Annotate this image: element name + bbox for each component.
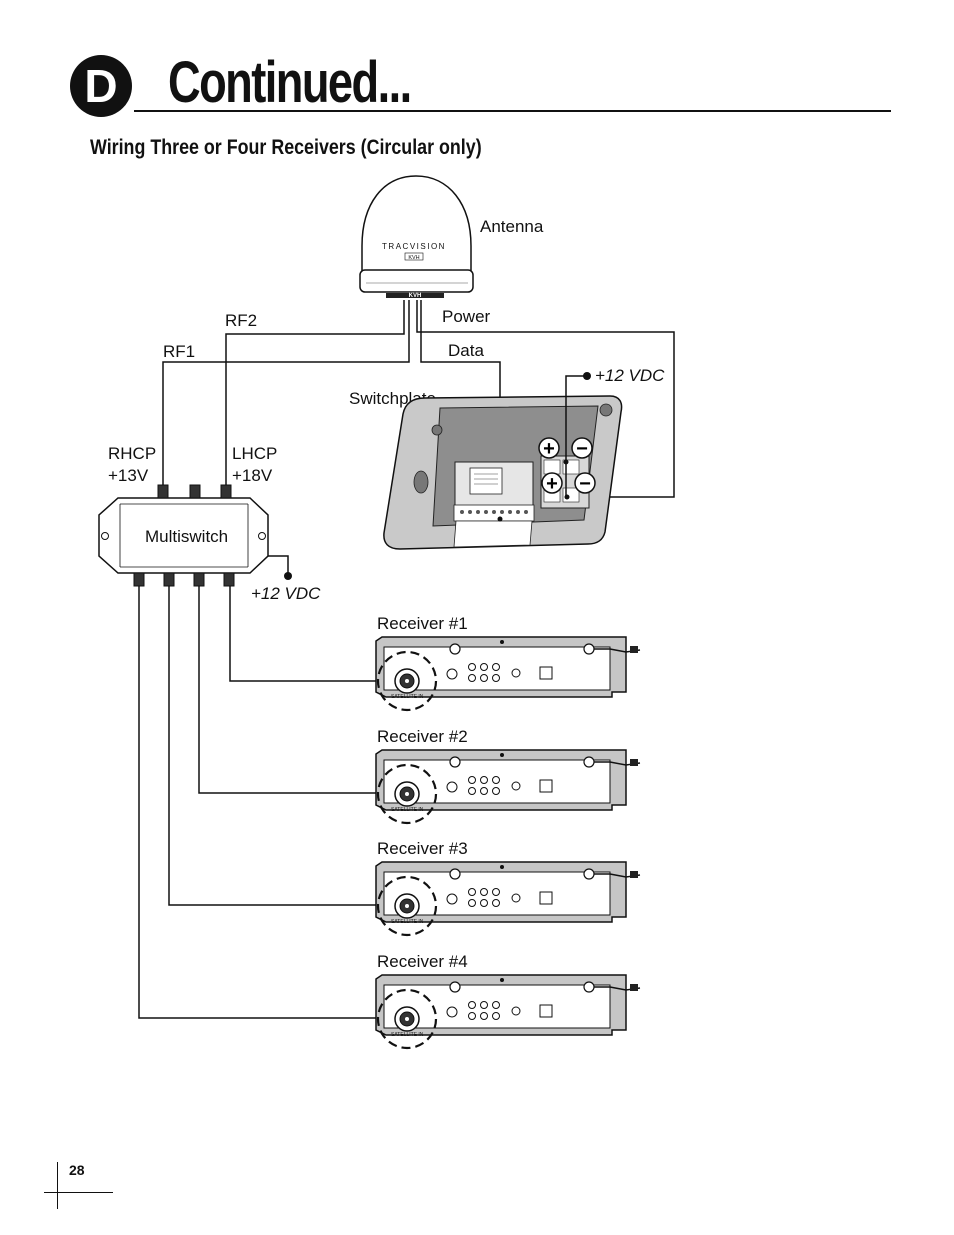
rf1-cable xyxy=(162,300,410,485)
lhcp-label: LHCP xyxy=(232,444,277,463)
highlight-circle xyxy=(376,763,438,825)
antenna-base-logo: KVH xyxy=(409,293,422,299)
satellite-in-port-label: SATELLITE IN xyxy=(391,694,424,700)
receiver-4-cable xyxy=(138,586,405,1019)
minus-icon: − xyxy=(576,438,588,460)
receiver-3-cable xyxy=(168,586,405,906)
page-title: Continued... xyxy=(168,50,412,115)
multiswitch-label: Multiswitch xyxy=(145,527,228,546)
switchplate-supply-wire xyxy=(565,375,587,497)
rhcp-label: RHCP xyxy=(108,444,156,463)
rf2-cable xyxy=(225,300,405,485)
satellite-in-port-label: SATELLITE IN xyxy=(391,807,424,813)
antenna-logo: KVH xyxy=(408,255,419,261)
receivers: Receiver #1 SATELLITE IN Receiver #2 SATELL… xyxy=(375,614,641,1050)
supply-terminal-dot xyxy=(284,572,292,580)
rf1-label: RF1 xyxy=(163,342,195,361)
plus-icon: + xyxy=(546,473,558,495)
receiver-1-cable xyxy=(229,586,405,682)
multiswitch xyxy=(98,484,269,587)
antenna-label: Antenna xyxy=(480,217,544,236)
power-label: Power xyxy=(442,307,491,326)
receiver-3: Receiver #3 SATELLITE IN xyxy=(375,839,641,937)
multiswitch-supply-label: +12 VDC xyxy=(251,584,321,603)
receiver-2-label: Receiver #2 xyxy=(377,727,468,746)
receiver-1: Receiver #1 SATELLITE IN xyxy=(375,614,641,712)
data-label: Data xyxy=(448,341,484,360)
page-number: 28 xyxy=(69,1162,85,1178)
title-rule xyxy=(134,110,891,112)
rf2-label: RF2 xyxy=(225,311,257,330)
receiver-2: Receiver #2 SATELLITE IN xyxy=(375,727,641,825)
receiver-3-label: Receiver #3 xyxy=(377,839,468,858)
receiver-1-label: Receiver #1 xyxy=(377,614,468,633)
minus-icon: − xyxy=(579,473,591,495)
switchplate-supply-label: +12 VDC xyxy=(595,366,665,385)
crop-mark xyxy=(44,1192,113,1193)
satellite-in-port-label: SATELLITE IN xyxy=(391,1032,424,1038)
plus-icon: + xyxy=(543,438,555,460)
power-cable xyxy=(416,300,675,498)
switchplate-terminals: + − + − xyxy=(538,437,596,495)
crop-mark xyxy=(57,1162,58,1209)
rhcp-voltage-label: +13V xyxy=(108,466,149,485)
satellite-in-port-label: SATELLITE IN xyxy=(391,919,424,925)
receiver-4: Receiver #4 SATELLITE IN xyxy=(375,952,641,1050)
lhcp-voltage-label: +18V xyxy=(232,466,273,485)
receiver-cables xyxy=(138,586,405,1019)
section-badge: D xyxy=(70,55,132,117)
highlight-circle xyxy=(376,988,438,1050)
receiver-2-cable xyxy=(198,586,405,794)
supply-terminal-dot xyxy=(583,372,591,380)
switchplate xyxy=(383,395,623,550)
section-heading: Wiring Three or Four Receivers (Circular… xyxy=(90,136,482,159)
antenna: TRACVISION KVH KVH xyxy=(359,175,474,299)
antenna-brand: TRACVISION xyxy=(382,242,446,251)
receiver-4-label: Receiver #4 xyxy=(377,952,468,971)
highlight-circle xyxy=(376,650,438,712)
multiswitch-supply-wire xyxy=(268,555,289,576)
highlight-circle xyxy=(376,875,438,937)
